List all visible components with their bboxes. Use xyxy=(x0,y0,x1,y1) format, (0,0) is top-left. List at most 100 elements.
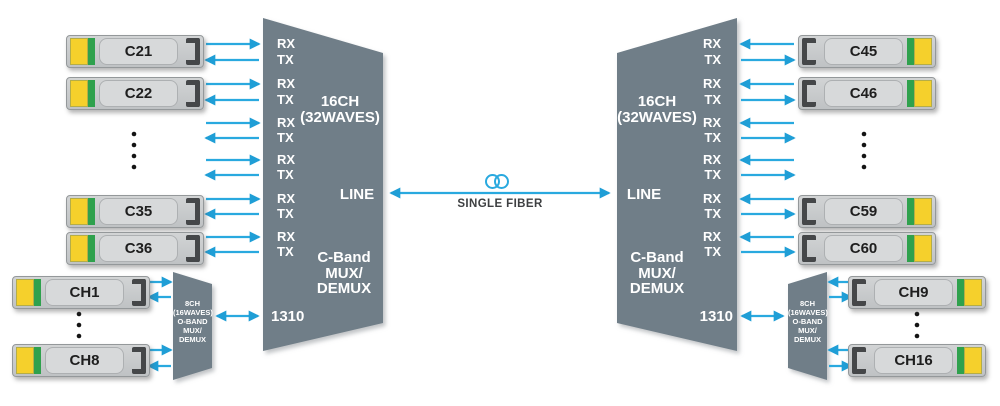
module-label: CH16 xyxy=(874,347,953,374)
right-mux-line-port-label: LINE xyxy=(626,186,662,203)
module-connector-icon xyxy=(852,347,866,374)
module-connector-icon xyxy=(852,279,866,306)
module-label: C59 xyxy=(824,198,903,225)
module-label: C46 xyxy=(824,80,903,107)
transceiver-c45: C45 xyxy=(798,35,936,68)
transceiver-c21: C21 xyxy=(66,35,204,68)
module-yellow-block xyxy=(70,80,88,107)
band-line3: DEMUX xyxy=(316,280,372,297)
module-yellow-block xyxy=(914,198,932,225)
omux-line3: O-BAND xyxy=(792,317,823,326)
left-mux-title: 16CH (32WAVES) xyxy=(293,94,387,125)
right-mux-tx-port-label: TX xyxy=(704,206,721,221)
left-mux-rx-port-label: RX xyxy=(277,229,296,244)
module-yellow-block xyxy=(16,347,34,374)
module-label: CH9 xyxy=(874,279,953,306)
omux-line3: O-BAND xyxy=(177,317,208,326)
right-oband-mux-label: 8CH (16WAVES) O-BAND MUX/ DEMUX xyxy=(788,299,828,344)
band-line1: C-Band xyxy=(630,249,684,266)
left-mux-rx-port-label: RX xyxy=(277,36,296,51)
module-connector-icon xyxy=(186,198,200,225)
left-mux-tx-port-label: TX xyxy=(277,206,294,221)
transceiver-ch1: CH1 xyxy=(12,276,150,309)
module-connector-icon xyxy=(802,235,816,262)
band-line2: MUX/ xyxy=(638,264,676,282)
right-mux-tx-port-label: TX xyxy=(704,52,721,67)
left-mux-1310-port-label: 1310 xyxy=(271,308,305,325)
module-green-stripe xyxy=(34,279,41,306)
right-mux-tx-port-label: TX xyxy=(704,167,721,182)
left-mux-tx-port-label: TX xyxy=(277,52,294,67)
right-mux-rx-port-label: RX xyxy=(702,229,721,244)
module-yellow-block xyxy=(16,279,34,306)
single-fiber-label: SINGLE FIBER xyxy=(457,198,543,210)
right-mux-rx-port-label: RX xyxy=(702,36,721,51)
module-label: C36 xyxy=(99,235,178,262)
module-connector-icon xyxy=(132,347,146,374)
transceiver-c60: C60 xyxy=(798,232,936,265)
module-label: C45 xyxy=(824,38,903,65)
module-green-stripe xyxy=(907,38,914,65)
module-connector-icon xyxy=(186,235,200,262)
right-mux-rx-port-label: RX xyxy=(702,76,721,91)
right-mux-tx-port-label: TX xyxy=(704,244,721,259)
right-mux-rx-port-label: RX xyxy=(702,191,721,206)
right-ch-arrows xyxy=(827,276,853,372)
band-line3: DEMUX xyxy=(629,280,685,297)
omux-line1: 8CH xyxy=(799,299,815,308)
left-mux-band-label: C-Band MUX/ DEMUX xyxy=(306,250,382,297)
left-mux-tx-port-label: TX xyxy=(277,244,294,259)
left-cband-mux-shape xyxy=(263,18,383,351)
left-mux-line-port-label: LINE xyxy=(339,186,375,203)
module-yellow-block xyxy=(914,80,932,107)
module-label: CH8 xyxy=(45,347,124,374)
left-oband-mux-shape xyxy=(173,272,212,380)
left-mux-tx-port-label: TX xyxy=(277,167,294,182)
left-mux-rx-port-label: RX xyxy=(277,152,296,167)
transceiver-ch16: CH16 xyxy=(848,344,986,377)
module-green-stripe xyxy=(907,80,914,107)
omux-line5: DEMUX xyxy=(793,335,822,344)
right-mux-tx-port-label: TX xyxy=(704,130,721,145)
right-mux-rx-port-label: RX xyxy=(702,115,721,130)
fiber-coil-icon xyxy=(485,174,509,189)
module-label: C22 xyxy=(99,80,178,107)
transceiver-ch8: CH8 xyxy=(12,344,150,377)
module-green-stripe xyxy=(34,347,41,374)
transceiver-c35: C35 xyxy=(66,195,204,228)
right-port-arrows xyxy=(739,38,796,258)
module-label: C60 xyxy=(824,235,903,262)
right-mux-tx-port-label: TX xyxy=(704,92,721,107)
mux-title-line1: 16CH xyxy=(320,93,360,110)
module-green-stripe xyxy=(957,279,964,306)
module-label: C35 xyxy=(99,198,178,225)
module-yellow-block xyxy=(914,38,932,65)
module-green-stripe xyxy=(88,235,95,262)
left-oband-mux-label: 8CH (16WAVES) O-BAND MUX/ DEMUX xyxy=(173,299,213,344)
right-mux-rx-port-label: RX xyxy=(702,152,721,167)
transceiver-c22: C22 xyxy=(66,77,204,110)
left-mux-rx-port-label: RX xyxy=(277,76,296,91)
module-connector-icon xyxy=(186,38,200,65)
right-mux-band-label: C-Band MUX/ DEMUX xyxy=(619,250,695,297)
left-mux-tx-port-label: TX xyxy=(277,130,294,145)
mux-title-line2: (32WAVES) xyxy=(300,108,380,126)
module-label: C21 xyxy=(99,38,178,65)
band-line1: C-Band xyxy=(317,249,371,266)
omux-line2: (16WAVES) xyxy=(173,308,213,317)
mux-title-line1: 16CH xyxy=(637,93,677,110)
mux-title-line2: (32WAVES) xyxy=(617,108,697,126)
module-yellow-block xyxy=(964,279,982,306)
module-green-stripe xyxy=(88,38,95,65)
module-yellow-block xyxy=(70,198,88,225)
module-yellow-block xyxy=(70,38,88,65)
transceiver-c46: C46 xyxy=(798,77,936,110)
band-line2: MUX/ xyxy=(325,264,363,282)
right-cband-mux-shape xyxy=(617,18,737,351)
left-mux-rx-port-label: RX xyxy=(277,191,296,206)
module-green-stripe xyxy=(88,198,95,225)
omux-line4: MUX/ xyxy=(183,326,202,335)
ellipsis-dots xyxy=(76,131,920,339)
module-green-stripe xyxy=(907,235,914,262)
